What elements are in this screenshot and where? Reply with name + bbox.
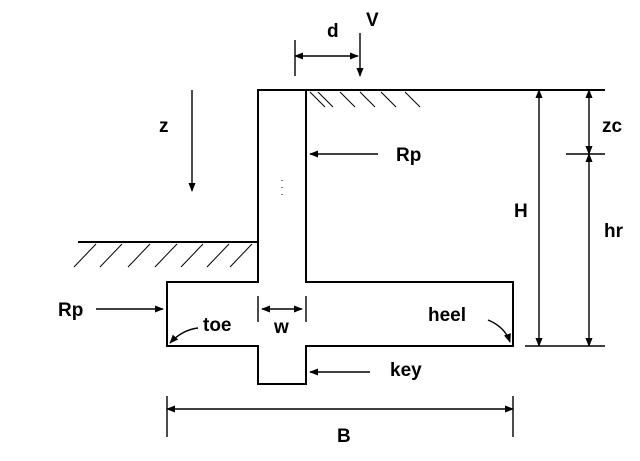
toe-label: toe — [203, 315, 232, 336]
z-label: z — [159, 116, 169, 137]
retained-soil-hatching — [309, 91, 421, 108]
w-label: w — [273, 317, 289, 338]
h-label: H — [514, 201, 528, 222]
rp-top-label: Rp — [396, 145, 421, 166]
v-label: V — [366, 10, 379, 31]
heel-label: heel — [428, 305, 466, 326]
key-label: key — [390, 360, 422, 381]
zc-label: zc — [602, 116, 623, 137]
hr-label: hr — [604, 221, 624, 242]
toe-soil-hatching — [73, 243, 253, 268]
b-label: B — [337, 426, 351, 447]
heel-pointer-arrow — [487, 319, 511, 343]
wall-outline — [166, 89, 514, 385]
rp-left-label: Rp — [58, 300, 83, 321]
d-label: d — [327, 21, 339, 42]
toe-pointer-arrow — [169, 327, 199, 344]
